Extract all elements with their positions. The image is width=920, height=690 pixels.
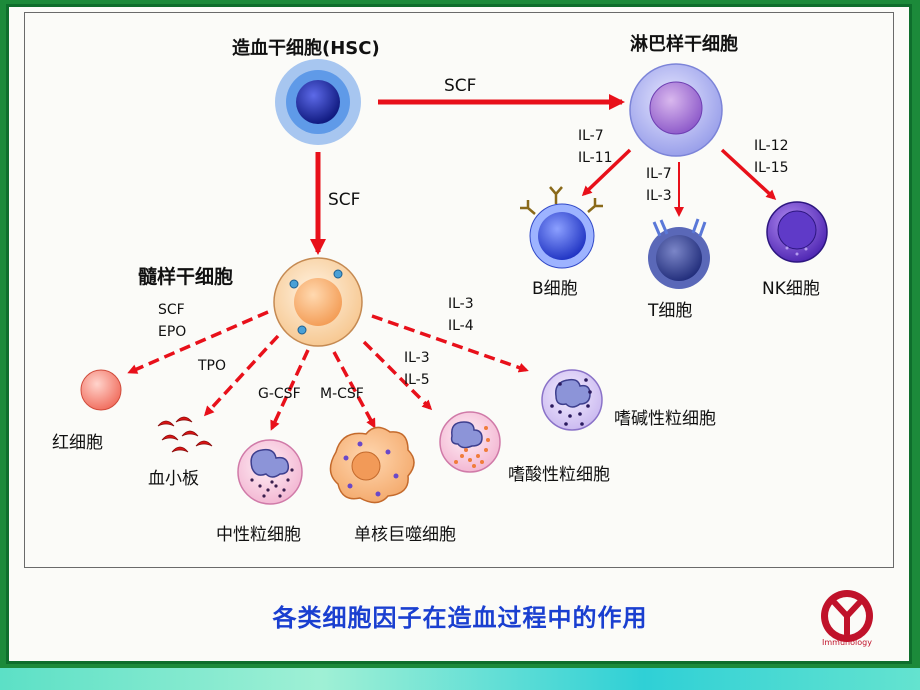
eosinophil-label: 嗜酸性粒细胞 [508,465,610,485]
arrow-myeloid-to-basophil [371,314,529,373]
myeloid-stem-cell-label: 髓样干细胞 [138,266,234,288]
arrow-lymphoid-to-b [581,148,632,197]
factor-b-il7: IL-7 [578,128,604,144]
diagram-caption: 各类细胞因子在造血过程中的作用 [272,604,648,632]
bottom-decorative-band [0,668,920,690]
basophil-icon [541,369,603,431]
arrow-myeloid-to-platelet [203,334,280,417]
factor-baso-il4: IL-4 [448,318,474,334]
factor-ery-scf: SCF [158,302,185,318]
diagram-panel [24,12,894,568]
factor-t-il7: IL-7 [646,166,672,182]
b-cell-label: B细胞 [532,279,578,299]
myeloid-stem-cell-icon [273,257,363,347]
factor-macrophage-mcsf: M-CSF [320,386,364,402]
factor-nk-il12: IL-12 [754,138,789,154]
nk-cell-label: NK细胞 [762,279,820,299]
arrow-myeloid-to-erythrocyte [127,310,269,374]
nk-cell-icon [766,201,828,263]
logo-text: Immunology [822,638,872,647]
erythrocyte-icon [80,369,122,411]
lymphoid-stem-cell-icon [629,63,723,157]
factor-b-il11: IL-11 [578,150,613,166]
erythrocyte-label: 红细胞 [52,433,103,453]
eosinophil-icon [439,411,501,473]
factor-scf-myeloid: SCF [328,190,361,210]
factor-scf-lymphoid: SCF [444,76,477,96]
immunology-logo-icon [821,590,873,642]
hsc-cell-icon [275,59,361,145]
arrow-myeloid-to-neutrophil [270,349,310,431]
arrow-lymphoid-to-nk [720,148,777,201]
factor-t-il3: IL-3 [646,188,672,204]
platelet-icon [157,416,213,453]
arrow-myeloid-to-macrophage [332,351,376,429]
macrophage-icon [329,426,415,504]
t-cell-label: T细胞 [648,301,693,321]
arrow-myeloid-to-eosinophil [362,340,433,411]
b-cell-icon [520,186,603,269]
neutrophil-label: 中性粒细胞 [216,525,301,545]
factor-nk-il15: IL-15 [754,160,789,176]
platelet-label: 血小板 [148,469,199,489]
macrophage-label: 单核巨噬细胞 [354,525,456,545]
lymphoid-stem-cell-label: 淋巴样干细胞 [630,34,738,55]
factor-baso-il3: IL-3 [448,296,474,312]
factor-ery-epo: EPO [158,324,187,340]
factor-platelet-tpo: TPO [198,358,227,374]
factor-eos-il3: IL-3 [404,350,430,366]
hsc-label: 造血干细胞(HSC) [232,38,380,59]
neutrophil-icon [237,439,303,505]
factor-eos-il5: IL-5 [404,372,430,388]
basophil-label: 嗜碱性粒细胞 [614,409,716,429]
t-cell-icon [648,218,710,289]
factor-neutrophil-gcsf: G-CSF [258,386,301,402]
